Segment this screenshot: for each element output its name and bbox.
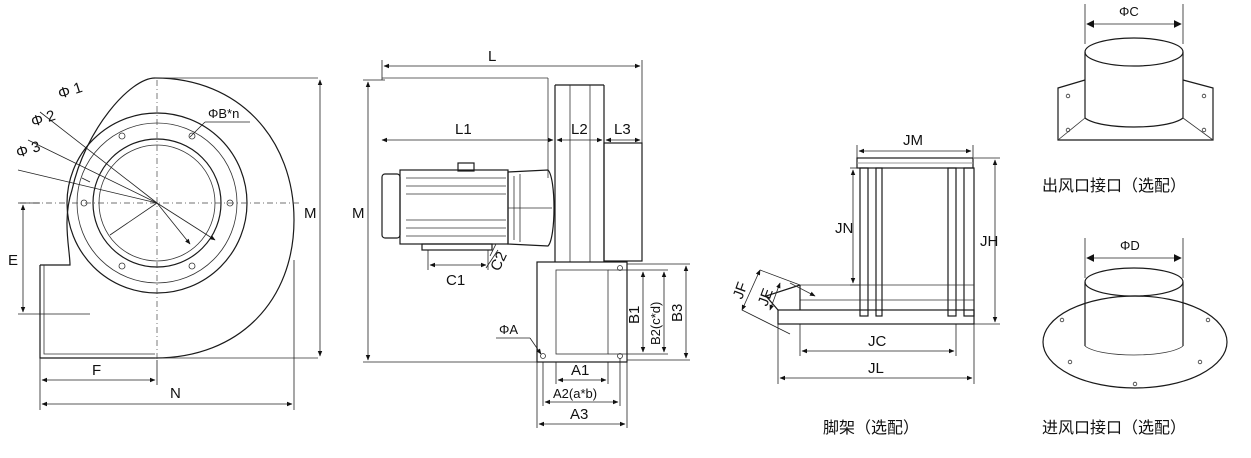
C2-label: C2 — [487, 249, 511, 274]
JC-label: JC — [868, 333, 887, 350]
A2-label: A2(a*b) — [553, 386, 597, 401]
volute-inner — [40, 77, 156, 266]
inlet-stub — [603, 142, 643, 262]
L2-label: L2 — [571, 121, 588, 138]
A3-label: A3 — [570, 406, 588, 423]
M-side-label: M — [352, 205, 365, 222]
phiA-label: ΦA — [499, 322, 518, 337]
outlet-flange-side — [536, 261, 628, 363]
inlet-adapter: ΦD 进风口接口（选配） — [1042, 238, 1228, 437]
JL-label: JL — [868, 360, 884, 377]
front-view: Φ 1 Φ 2 Φ 3 ΦB*n E F N M — [8, 77, 323, 410]
N-label: N — [170, 385, 181, 402]
C1-label: C1 — [446, 272, 465, 289]
M-front-label: M — [304, 205, 317, 222]
F-label: F — [92, 362, 101, 379]
L-label: L — [488, 48, 496, 65]
stand-caption: 脚架（选配） — [823, 418, 919, 437]
L3-label: L3 — [614, 121, 631, 138]
volute-outline — [39, 77, 295, 359]
outlet-flange — [43, 265, 155, 355]
outlet-adapter: ΦC 出风口接口（选配） — [1042, 4, 1214, 195]
B3-label: B3 — [669, 304, 686, 322]
inlet-caption: 进风口接口（选配） — [1042, 418, 1186, 437]
phi1-label: Φ 1 — [56, 79, 85, 103]
JF-label: JF — [730, 280, 752, 301]
L1-label: L1 — [455, 121, 472, 138]
motor — [381, 162, 555, 251]
A1-label: A1 — [571, 362, 589, 379]
phi3-label: Φ 3 — [14, 138, 43, 162]
side-view: L L1 L2 L3 — [352, 48, 690, 428]
phiD-label: ΦD — [1120, 238, 1140, 253]
stand-view: JM JN JH JF JE JC JL 脚架（选配） — [730, 132, 1000, 437]
JM-label: JM — [903, 132, 923, 149]
B2-label: B2(c*d) — [648, 302, 663, 345]
JE-label: JE — [755, 286, 777, 308]
JH-label: JH — [980, 233, 998, 250]
JN-label: JN — [835, 220, 853, 237]
B1-label: B1 — [626, 306, 643, 324]
E-label: E — [8, 252, 18, 269]
phiBn-label: ΦB*n — [208, 106, 239, 121]
outlet-caption: 出风口接口（选配） — [1042, 176, 1186, 195]
phiC-label: ΦC — [1119, 4, 1139, 19]
phi2-label: Φ 2 — [29, 107, 58, 131]
